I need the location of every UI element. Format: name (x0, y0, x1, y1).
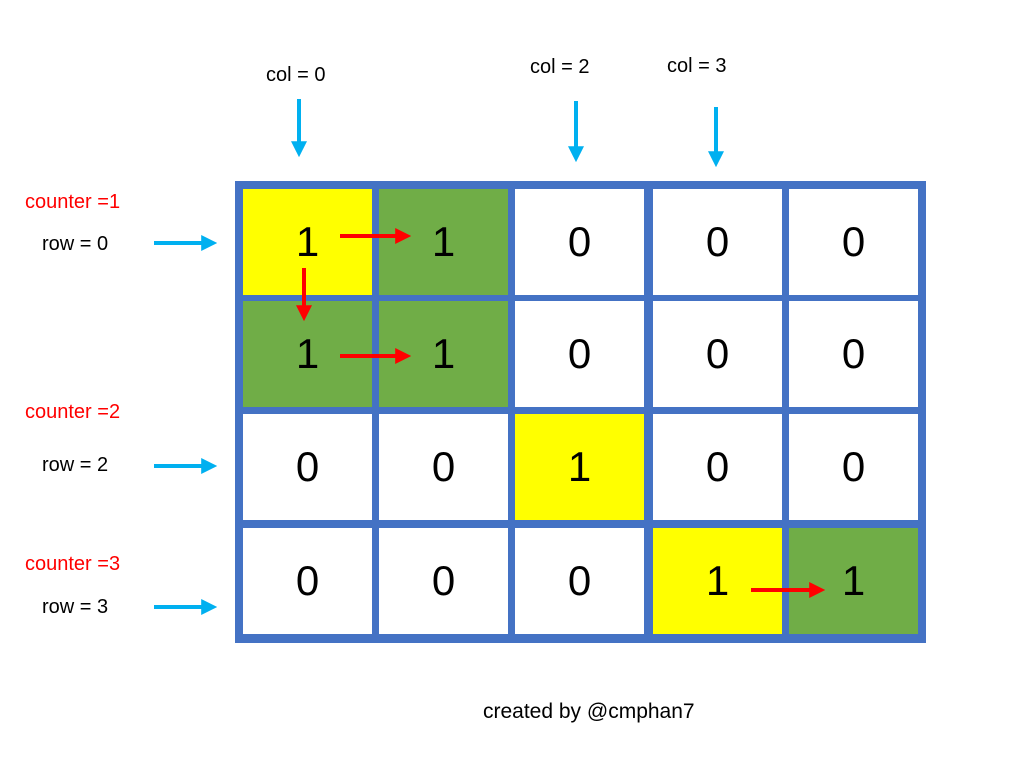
grid-cell-r0-c4: 0 (789, 189, 918, 295)
grid-cell-r2-c0: 0 (243, 414, 372, 520)
row-label-0: row = 0 (42, 233, 109, 255)
col-label-2: col = 2 (530, 56, 590, 78)
grid-cell-r1-c4: 0 (789, 301, 918, 407)
grid-cell-r0-c1: 1 (379, 189, 508, 295)
col-label-3: col = 3 (667, 55, 727, 77)
grid-cell-r1-c0: 1 (243, 301, 372, 407)
grid-cell-r3-c4: 1 (789, 528, 918, 634)
grid-cell-r1-c3: 0 (653, 301, 782, 407)
grid-cell-r2-c3: 0 (653, 414, 782, 520)
grid-cell-r3-c3: 1 (653, 528, 782, 634)
grid-cell-r1-c1: 1 (379, 301, 508, 407)
grid-cell-r2-c4: 0 (789, 414, 918, 520)
counter-label-3: counter =3 (25, 553, 121, 575)
grid-cell-r3-c1: 0 (379, 528, 508, 634)
grid-cell-r3-c2: 0 (515, 528, 644, 634)
credit-text: created by @cmphan7 (483, 700, 695, 723)
counter-label-1: counter =1 (25, 191, 121, 213)
row-label-3: row = 3 (42, 596, 109, 618)
col-label-0: col = 0 (266, 64, 326, 86)
grid-cell-r3-c0: 0 (243, 528, 372, 634)
grid-cell-r0-c2: 0 (515, 189, 644, 295)
grid-cell-r2-c2: 1 (515, 414, 644, 520)
row-label-2: row = 2 (42, 454, 109, 476)
grid-cell-r1-c2: 0 (515, 301, 644, 407)
counter-label-2: counter =2 (25, 401, 121, 423)
grid-cell-r0-c3: 0 (653, 189, 782, 295)
grid-cell-r0-c0: 1 (243, 189, 372, 295)
grid-cell-r2-c1: 0 (379, 414, 508, 520)
